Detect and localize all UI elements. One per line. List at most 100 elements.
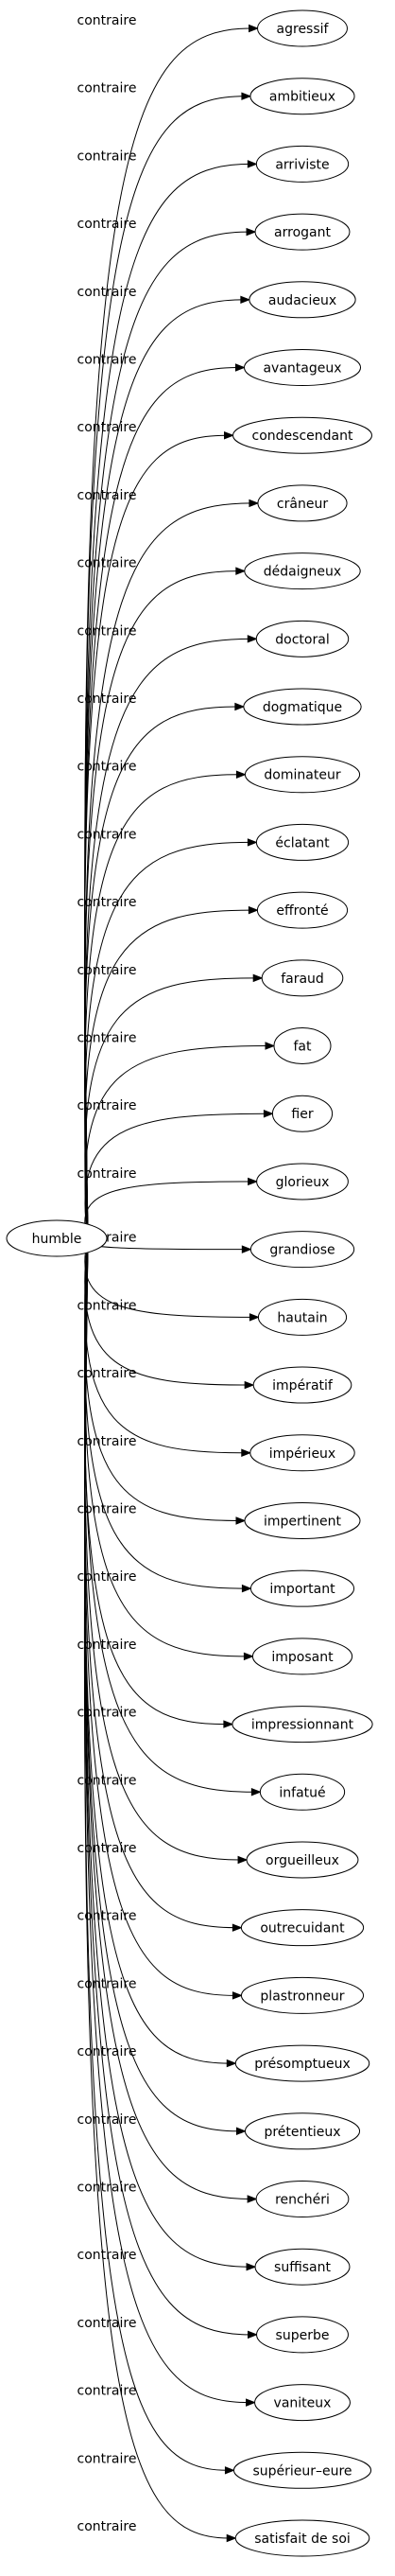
target-node-suffisant[interactable]: suffisant: [254, 2248, 351, 2286]
edge-contraire-vaniteux: [84, 1242, 249, 2404]
arrowhead-icon: [246, 2398, 256, 2407]
target-node-label: glorieux: [276, 1175, 330, 1190]
target-node-ellipse: [257, 484, 348, 522]
edge-label-contraire: contraire: [77, 1166, 137, 1182]
target-node-impertinent[interactable]: impertinent: [244, 1501, 361, 1539]
arrowhead-icon: [241, 92, 252, 100]
arrowhead-icon: [246, 227, 257, 237]
target-node-ambitieux[interactable]: ambitieux: [249, 78, 355, 115]
target-node-dominateur[interactable]: dominateur: [244, 756, 361, 794]
target-node-ellipse: [249, 78, 355, 115]
target-node-fier[interactable]: fier: [271, 1095, 334, 1132]
target-node-orgueilleux[interactable]: orgueilleux: [246, 1841, 359, 1879]
target-node-label: fier: [291, 1107, 313, 1122]
target-node-ellipse: [257, 1298, 348, 1336]
target-node-arrogant[interactable]: arrogant: [254, 213, 351, 251]
edge-label-contraire: contraire: [77, 2316, 137, 2331]
arrowhead-icon: [234, 363, 246, 372]
target-node-avantageux[interactable]: avantageux: [243, 349, 362, 387]
source-node-ellipse: [6, 1219, 108, 1257]
edge-label-contraire: contraire: [77, 963, 137, 978]
target-node-label: plastronneur: [260, 1989, 344, 2004]
target-node-label: arrogant: [274, 225, 331, 240]
edge-label-contraire: contraire: [77, 2451, 137, 2466]
target-node-craneur[interactable]: crâneur: [257, 484, 348, 522]
target-node-ellipse: [240, 1976, 365, 2014]
arrowhead-icon: [247, 838, 258, 847]
target-node-pretentieux[interactable]: prétentieux: [244, 2112, 361, 2150]
target-node-outrecuidant[interactable]: outrecuidant: [240, 1909, 365, 1947]
target-node-agressif[interactable]: agressif: [257, 9, 348, 47]
arrowhead-icon: [265, 1042, 276, 1050]
edge-label-contraire: contraire: [77, 623, 137, 639]
target-node-doctoral[interactable]: doctoral: [255, 620, 350, 657]
arrowhead-icon: [235, 1516, 247, 1525]
target-node-imperieux[interactable]: impérieux: [249, 1434, 355, 1472]
target-node-label: supérieur–eure: [252, 2463, 352, 2479]
arrowhead-icon: [226, 2533, 237, 2543]
target-node-ellipse: [254, 2248, 351, 2286]
arrowhead-icon: [248, 1177, 258, 1186]
edge-label-contraire: contraire: [77, 420, 137, 435]
target-node-label: superbe: [276, 2328, 330, 2343]
target-node-ellipse: [255, 145, 350, 183]
target-node-ellipse: [257, 9, 348, 47]
arrowhead-icon: [247, 160, 258, 168]
arrowhead-icon: [240, 295, 251, 305]
target-node-ellipse: [255, 620, 350, 657]
target-node-effronte[interactable]: effronté: [256, 891, 349, 929]
target-node-ellipse: [256, 1163, 349, 1200]
target-node-presomptueux[interactable]: présomptueux: [234, 2044, 370, 2082]
target-node-imperatif[interactable]: impératif: [252, 1366, 352, 1404]
target-node-glorieux[interactable]: glorieux: [256, 1163, 349, 1200]
target-node-impressionnant[interactable]: impressionnant: [232, 1706, 373, 1744]
target-node-important[interactable]: important: [249, 1569, 355, 1607]
target-node-label: impertinent: [264, 1514, 342, 1529]
target-node-superieur-eure[interactable]: supérieur–eure: [232, 2451, 372, 2489]
edge-label-contraire: contraire: [77, 488, 137, 503]
target-node-satisfait-de-soi[interactable]: satisfait de soi: [234, 2519, 370, 2557]
target-node-label: dominateur: [264, 768, 340, 783]
target-node-ellipse: [255, 2180, 350, 2217]
edge-label-contraire: contraire: [77, 1098, 137, 1113]
target-node-fat[interactable]: fat: [273, 1027, 332, 1065]
target-node-imposant[interactable]: imposant: [251, 1638, 353, 1675]
target-node-rencheri[interactable]: renchéri: [255, 2180, 350, 2217]
target-node-label: présomptueux: [254, 2057, 350, 2072]
target-node-faraud[interactable]: faraud: [261, 959, 344, 997]
target-node-audacieux[interactable]: audacieux: [249, 281, 356, 319]
target-node-label: arriviste: [275, 157, 329, 172]
target-node-superbe[interactable]: superbe: [256, 2316, 349, 2354]
edge-label-contraire: contraire: [77, 2112, 137, 2128]
edge-label-contraire: contraire: [77, 1976, 137, 1991]
target-node-hautain[interactable]: hautain: [257, 1298, 348, 1336]
edge-contraire-important: [84, 1239, 245, 1589]
target-node-eclatant[interactable]: éclatant: [255, 823, 350, 861]
target-node-grandiose[interactable]: grandiose: [249, 1231, 355, 1269]
edge-label-contraire: contraire: [77, 556, 137, 571]
target-node-ellipse: [249, 281, 356, 319]
arrowhead-icon: [248, 2330, 258, 2339]
target-node-label: éclatant: [275, 835, 330, 850]
target-node-plastronneur[interactable]: plastronneur: [240, 1976, 365, 2014]
arrowhead-icon: [252, 973, 264, 983]
target-node-arriviste[interactable]: arriviste: [255, 145, 350, 183]
target-node-dedaigneux[interactable]: dédaigneux: [244, 552, 361, 590]
target-node-ellipse: [259, 1773, 346, 1811]
target-node-ellipse: [271, 1095, 334, 1132]
edge-label-contraire: contraire: [77, 2248, 137, 2263]
arrowhead-icon: [249, 499, 260, 508]
target-node-dogmatique[interactable]: dogmatique: [243, 688, 362, 726]
target-node-condescendant[interactable]: condescendant: [232, 416, 372, 454]
target-node-label: imposant: [271, 1650, 334, 1665]
target-node-ellipse: [243, 688, 362, 726]
source-node[interactable]: humble: [6, 1219, 108, 1257]
arrowhead-icon: [241, 1245, 252, 1253]
target-node-label: faraud: [281, 972, 324, 987]
target-node-ellipse: [254, 213, 351, 251]
target-node-vaniteux[interactable]: vaniteux: [254, 2384, 351, 2422]
arrowhead-icon: [235, 567, 247, 575]
target-node-infatue[interactable]: infatué: [259, 1773, 346, 1811]
edge-label-contraire: contraire: [77, 692, 137, 707]
